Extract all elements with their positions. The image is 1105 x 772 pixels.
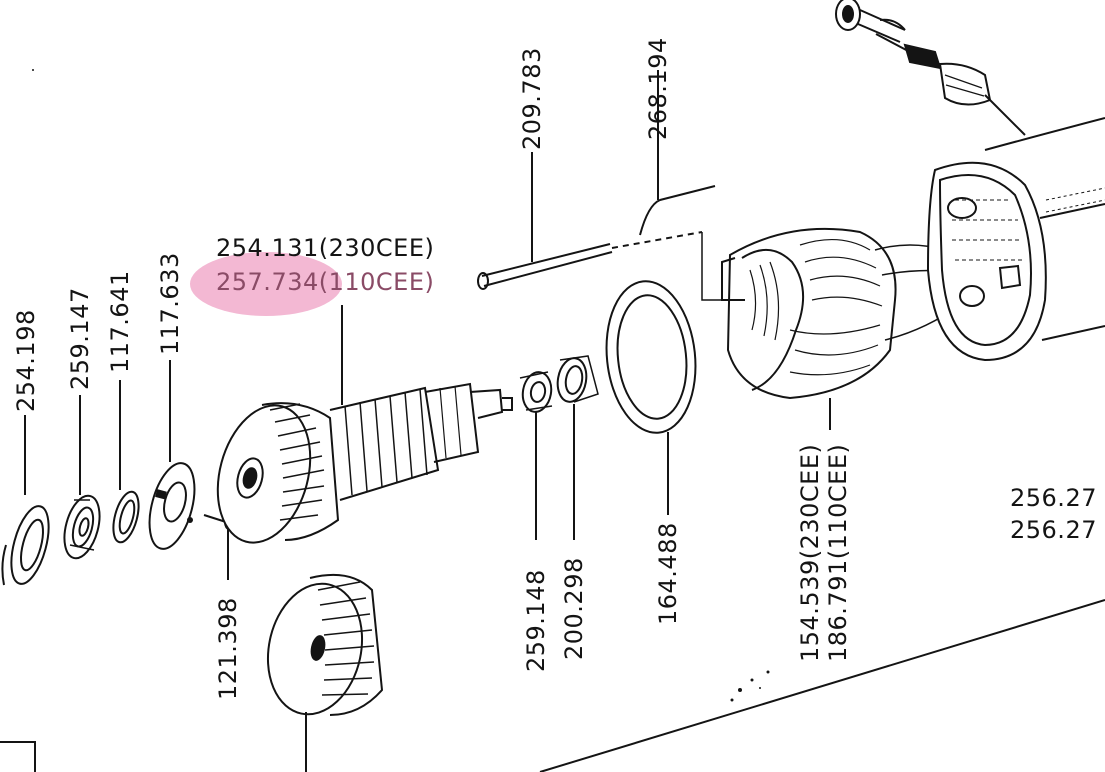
ring-164488-drawing	[605, 280, 697, 515]
part-label-armature-110: 257.734(110CEE)	[216, 268, 435, 296]
screw-268194-drawing	[611, 70, 716, 249]
print-specks	[32, 69, 770, 702]
brush-assembly-drawing	[835, 0, 1026, 136]
washer-254198-drawing	[1, 505, 50, 586]
part-label-259148: 259.148	[522, 569, 550, 672]
bearing-259147-drawing	[63, 494, 101, 560]
part-label-field-230: 154.539(230CEE)	[796, 443, 824, 662]
fan-drawing	[266, 573, 384, 772]
part-label-117633: 117.633	[156, 252, 184, 355]
part-label-field-110: 186.791(110CEE)	[824, 443, 852, 662]
plate-117633-drawing	[148, 462, 196, 550]
part-label-121398: 121.398	[214, 597, 242, 700]
part-label-164488: 164.488	[654, 522, 682, 625]
bolt-209783-drawing	[477, 152, 613, 290]
part-label-259147: 259.147	[66, 287, 94, 390]
part-label-armature-230: 254.131(230CEE)	[216, 234, 435, 262]
bushing-200298-drawing	[556, 355, 599, 540]
part-label-254198: 254.198	[12, 309, 40, 412]
part-label-117641: 117.641	[106, 270, 134, 373]
part-label-housing-2: 256.27	[1010, 516, 1097, 544]
highlight-oval	[190, 252, 342, 316]
bearing-259148-drawing	[519, 371, 553, 540]
ring-117641-drawing	[112, 490, 140, 544]
armature-drawing	[216, 305, 513, 544]
part-label-268194: 268.194	[644, 37, 672, 140]
part-label-200298: 200.298	[560, 557, 588, 660]
housing-drawing	[0, 117, 1105, 772]
part-label-209783: 209.783	[518, 47, 546, 150]
part-label-housing-1: 256.27	[1010, 484, 1097, 512]
